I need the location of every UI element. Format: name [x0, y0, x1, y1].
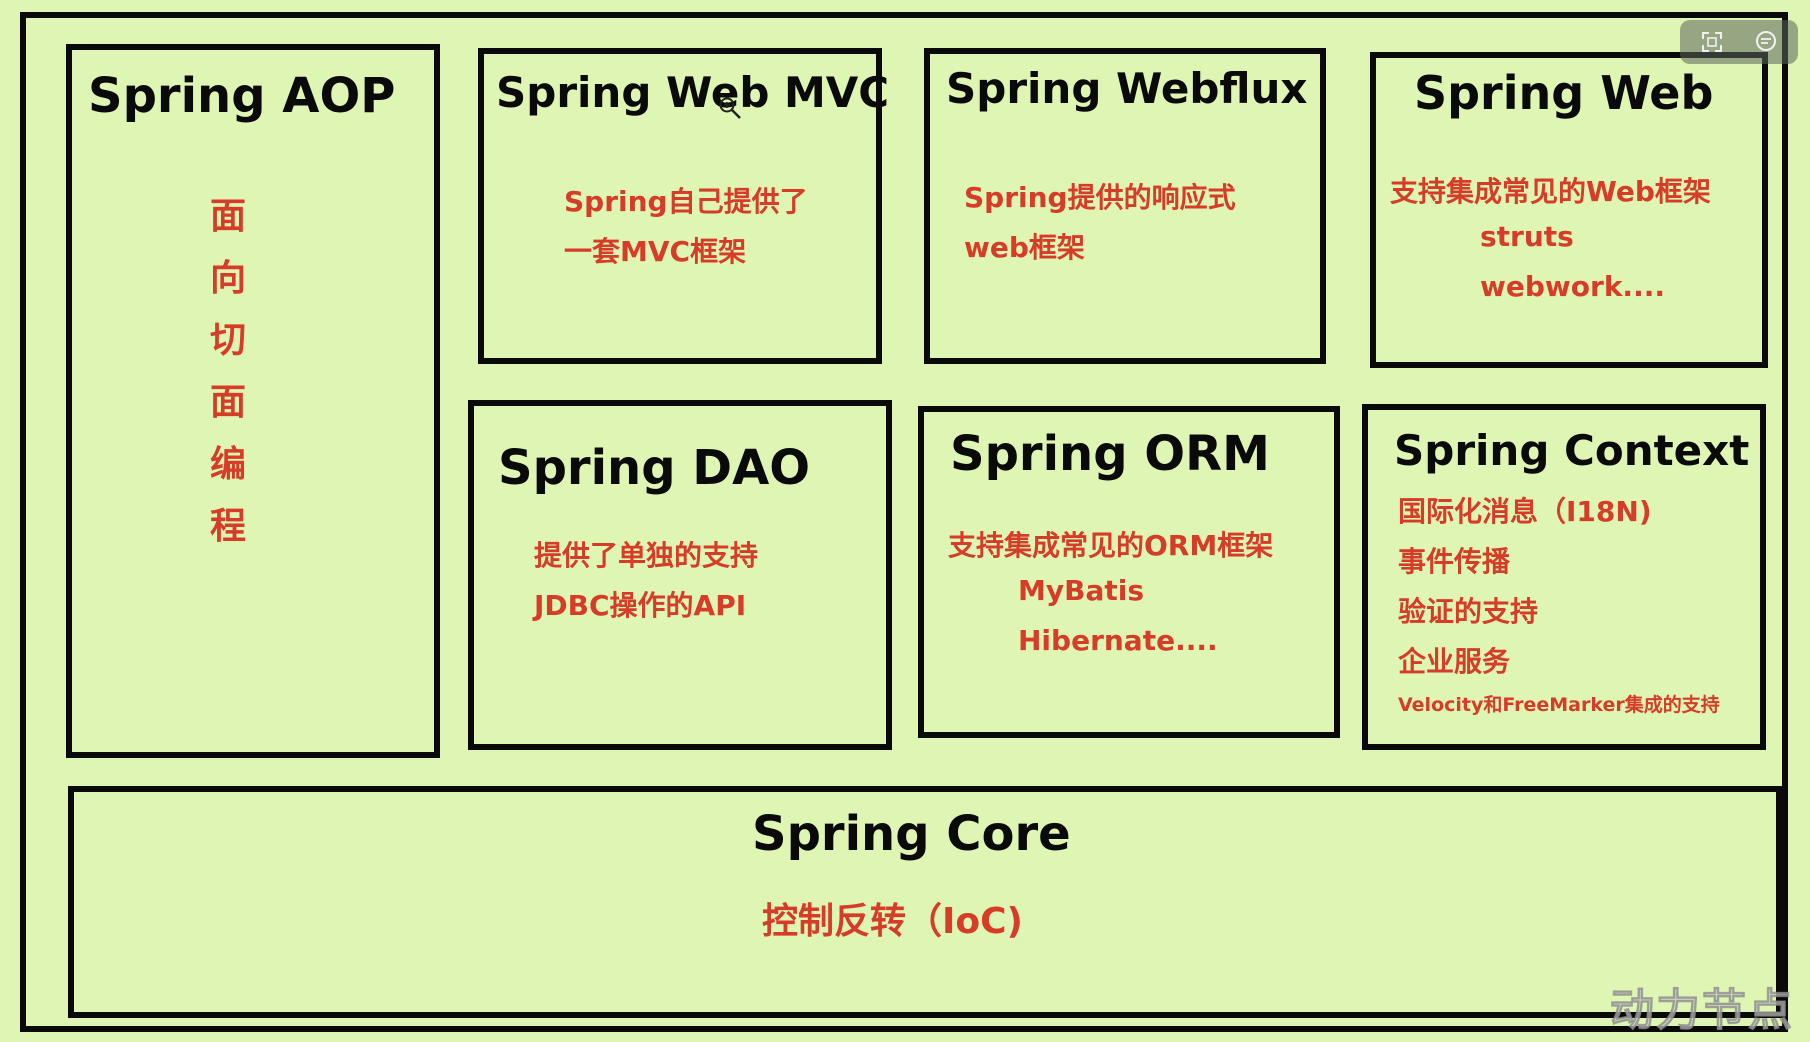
- spring-webmvc-box: [478, 48, 882, 364]
- spring-aop-title: Spring AOP: [88, 68, 396, 124]
- spring-orm-box: [918, 406, 1340, 738]
- aop-char: 切: [210, 320, 247, 361]
- spring-web-line-3: webwork....: [1480, 270, 1665, 303]
- spring-web-line-2: struts: [1480, 220, 1574, 253]
- spring-dao-line-1: 提供了单独的支持: [534, 539, 759, 572]
- spring-orm-title: Spring ORM: [950, 426, 1270, 482]
- spring-context-line-4: 企业服务: [1398, 645, 1511, 678]
- spring-webflux-title: Spring Webflux: [946, 64, 1308, 113]
- spring-web-line-1: 支持集成常见的Web框架: [1390, 175, 1711, 208]
- aop-char: 面: [210, 382, 247, 423]
- comment-icon[interactable]: [1754, 30, 1778, 54]
- zoom-cursor-icon: [719, 97, 741, 119]
- spring-context-title: Spring Context: [1394, 426, 1750, 475]
- spring-webflux-box: [924, 48, 1326, 364]
- watermark-logo: 动力节点: [1610, 985, 1794, 1037]
- spring-orm-line-3: Hibernate....: [1018, 624, 1218, 657]
- spring-core-title: Spring Core: [752, 806, 1071, 862]
- spring-context-line-2: 事件传播: [1398, 545, 1511, 578]
- spring-webflux-line-2: web框架: [964, 231, 1085, 264]
- outer-frame: [20, 12, 1788, 1032]
- player-toolbar: [1680, 20, 1798, 64]
- spring-dao-line-2: JDBC操作的API: [534, 589, 747, 622]
- expand-icon[interactable]: [1700, 30, 1724, 54]
- spring-dao-box: [468, 400, 892, 750]
- spring-core-line-1: 控制反转（IoC): [762, 901, 1024, 942]
- spring-webmvc-line-1: Spring自己提供了: [564, 185, 808, 218]
- spring-context-line-1: 国际化消息（I18N): [1398, 495, 1652, 528]
- spring-aop-description: 面 向 切 面 编 程: [210, 186, 246, 558]
- spring-web-title: Spring Web: [1414, 66, 1714, 120]
- spring-context-box: [1362, 404, 1766, 750]
- spring-orm-line-2: MyBatis: [1018, 574, 1144, 607]
- spring-dao-title: Spring DAO: [498, 440, 811, 496]
- spring-aop-box: [66, 44, 440, 758]
- spring-orm-line-1: 支持集成常见的ORM框架: [948, 529, 1274, 562]
- spring-context-line-5: Velocity和FreeMarker集成的支持: [1398, 694, 1720, 716]
- spring-webflux-line-1: Spring提供的响应式: [964, 181, 1236, 214]
- aop-char: 程: [210, 506, 247, 547]
- aop-char: 向: [210, 258, 247, 299]
- spring-webmvc-title: Spring Web MVC: [496, 68, 890, 117]
- spring-webmvc-line-2: 一套MVC框架: [564, 235, 747, 268]
- aop-char: 编: [210, 444, 247, 485]
- spring-core-box: [68, 786, 1782, 1018]
- spring-context-line-3: 验证的支持: [1398, 595, 1539, 628]
- aop-char: 面: [210, 196, 247, 237]
- spring-web-box: [1370, 52, 1768, 368]
